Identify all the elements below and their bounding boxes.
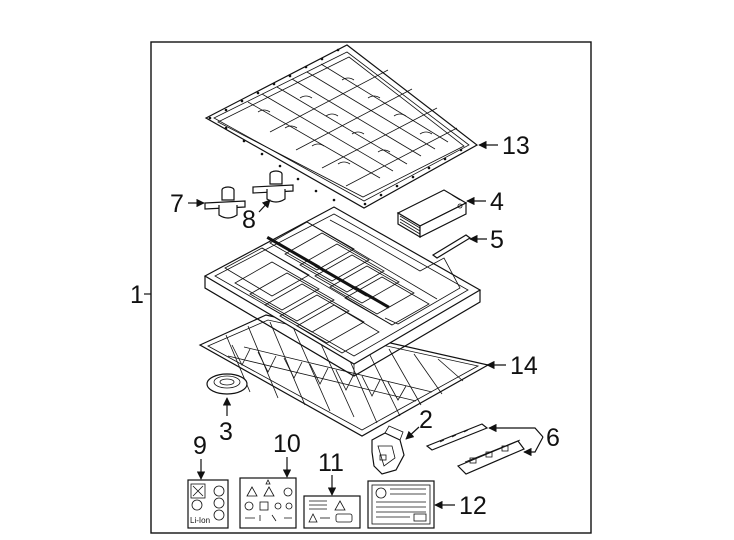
callout-8: 8 bbox=[242, 206, 256, 234]
callout-leaders bbox=[144, 140, 544, 510]
part-10-label[interactable] bbox=[239, 477, 297, 529]
part-9-label[interactable]: Li-Ion bbox=[187, 479, 229, 529]
diagram-frame bbox=[150, 41, 592, 534]
callout-6: 6 bbox=[546, 424, 560, 452]
callout-11: 11 bbox=[318, 449, 344, 477]
part-4-battery-module[interactable] bbox=[396, 189, 468, 239]
part-7-connector[interactable] bbox=[204, 186, 246, 219]
callout-5: 5 bbox=[490, 226, 504, 254]
callout-13: 13 bbox=[502, 132, 530, 160]
callout-12: 12 bbox=[459, 492, 487, 520]
callout-numbers: 1 13 4 5 14 7 8 3 2 6 9 10 11 12 bbox=[130, 132, 560, 520]
part-11-label[interactable] bbox=[303, 495, 361, 529]
part-5-bus-bar[interactable] bbox=[431, 234, 472, 259]
part-2-bracket[interactable] bbox=[371, 425, 405, 475]
callout-9: 9 bbox=[193, 432, 207, 460]
part-13-top-cover[interactable] bbox=[204, 44, 479, 209]
callout-14: 14 bbox=[510, 352, 538, 380]
callout-2: 2 bbox=[419, 406, 433, 434]
callout-4: 4 bbox=[490, 188, 504, 216]
battery-module-assembly[interactable] bbox=[203, 206, 482, 377]
callout-1: 1 bbox=[130, 281, 144, 309]
li-ion-text: Li-Ion bbox=[190, 516, 210, 525]
part-12-label[interactable] bbox=[367, 480, 435, 529]
callout-3: 3 bbox=[219, 418, 233, 446]
part-6-strips[interactable] bbox=[425, 423, 525, 475]
callout-10: 10 bbox=[273, 430, 301, 458]
part-8-connector[interactable] bbox=[252, 170, 294, 203]
callout-7: 7 bbox=[170, 190, 184, 218]
part-3-grommet[interactable] bbox=[206, 373, 248, 395]
